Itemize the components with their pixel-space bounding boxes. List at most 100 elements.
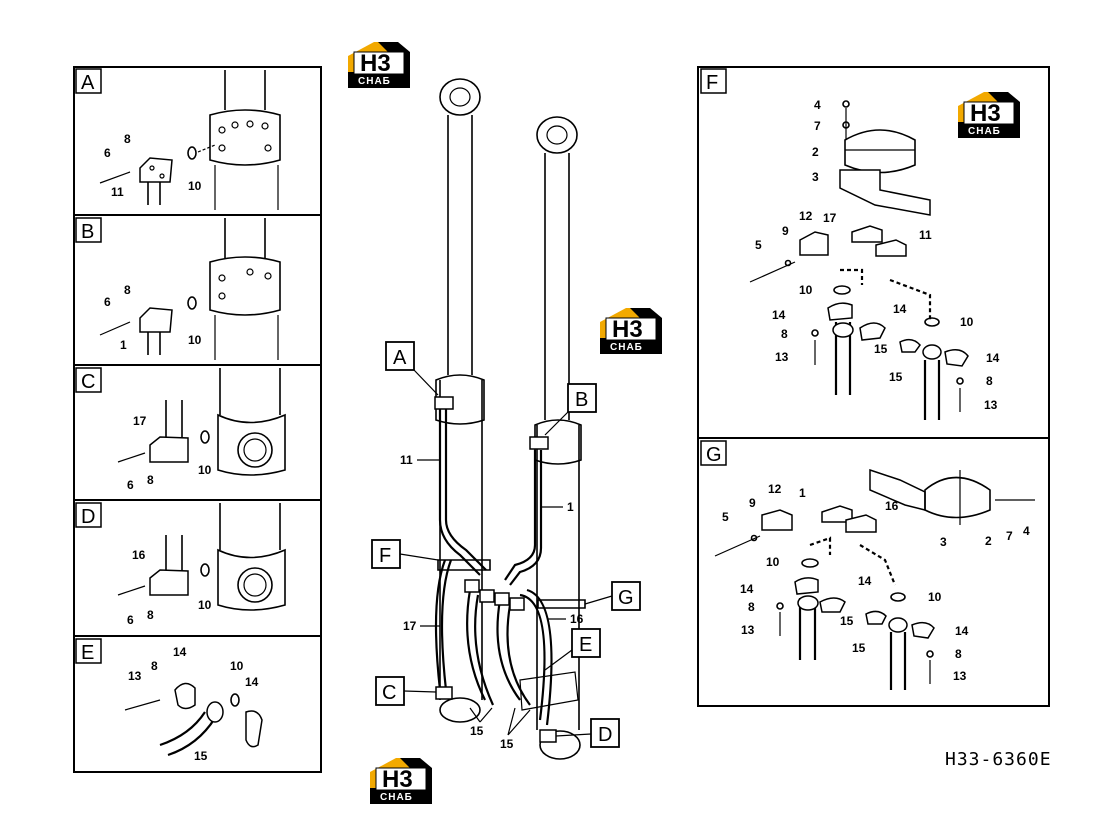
panel-g-callout-9: 9	[749, 496, 756, 510]
panel-g-callout-14c: 14	[955, 624, 969, 638]
panel-e-callout-14b: 14	[245, 675, 259, 689]
svg-text:CHAБ: CHAБ	[610, 342, 643, 353]
panel-f-callout-10b: 10	[960, 315, 974, 329]
panel-e-callout-8: 8	[151, 659, 158, 673]
panel-f-callout-11: 11	[919, 228, 932, 242]
panel-b-callout-1: 1	[120, 338, 127, 352]
panel-g-callout-15b: 15	[852, 641, 866, 655]
panel-f-callout-8: 8	[781, 327, 788, 341]
panel-e-callout-10: 10	[230, 659, 244, 673]
panel-e-callout-13: 13	[128, 669, 142, 683]
svg-text:H3: H3	[612, 316, 643, 343]
panel-g: G 12 1 9 5 16 10 14 8 13 14 15 1	[697, 437, 1050, 707]
panel-f-callout-15: 15	[874, 342, 888, 356]
panel-g-callout-1: 1	[799, 486, 806, 500]
main-callout-15b: 15	[500, 737, 514, 751]
panel-f-callout-2: 2	[812, 145, 819, 159]
svg-text:H3: H3	[360, 50, 391, 77]
panel-f-callout-14c: 14	[986, 351, 1000, 365]
panel-g-callout-13b: 13	[953, 669, 967, 683]
main-flag-e: E	[579, 634, 592, 656]
panel-a-callout-8: 8	[124, 132, 131, 146]
panel-e-callout-14: 14	[173, 645, 187, 659]
panel-d-callout-16: 16	[132, 548, 146, 562]
svg-text:CHAБ: CHAБ	[968, 126, 1001, 137]
panel-f-callout-12: 12	[799, 209, 813, 223]
logo-watermark-mid: H3 CHAБ	[599, 307, 663, 355]
panel-a-callout-6: 6	[104, 146, 111, 160]
main-callout-16: 16	[570, 612, 584, 626]
main-callout-17: 17	[403, 619, 417, 633]
panel-b: B 6 8 1 10	[73, 214, 322, 366]
panel-g-callout-16: 16	[885, 499, 899, 513]
panel-c-callout-10: 10	[198, 463, 212, 477]
main-assembly: A B F G E C D 11 1 17 16 15 15	[371, 78, 641, 760]
main-flag-a: A	[393, 347, 407, 369]
svg-text:H3: H3	[382, 766, 413, 793]
panel-f-callout-7: 7	[814, 119, 821, 133]
panel-e: E 13 8 14 10 14 15	[73, 635, 322, 773]
panel-f-callout-13: 13	[775, 350, 789, 364]
panel-a-callout-10: 10	[188, 179, 202, 193]
panel-c-callout-17: 17	[133, 414, 147, 428]
panel-g-callout-15: 15	[840, 614, 854, 628]
panel-c-letter: C	[81, 371, 95, 393]
panel-d-callout-10: 10	[198, 598, 212, 612]
panel-d-letter: D	[81, 506, 95, 528]
panel-b-callout-10: 10	[188, 333, 202, 347]
panel-e-callout-15: 15	[194, 749, 208, 763]
panel-g-callout-14b: 14	[858, 574, 872, 588]
svg-text:CHAБ: CHAБ	[380, 792, 413, 803]
panel-b-letter: B	[81, 221, 94, 243]
main-flag-b: B	[575, 389, 588, 411]
panel-c-callout-6: 6	[127, 478, 134, 492]
main-callout-11: 11	[400, 453, 413, 467]
svg-text:CHAБ: CHAБ	[358, 76, 391, 87]
panel-c: C 17 6 8 10	[73, 364, 322, 501]
panel-g-callout-10b: 10	[928, 590, 942, 604]
panel-f-letter: F	[706, 72, 718, 94]
panel-g-callout-13: 13	[741, 623, 755, 637]
panel-g-callout-4: 4	[1023, 524, 1030, 538]
main-callout-15a: 15	[470, 724, 484, 738]
panel-a: A 6 8 11 10	[73, 66, 322, 216]
panel-g-callout-2: 2	[985, 534, 992, 548]
panel-g-callout-3: 3	[940, 535, 947, 549]
main-flag-d: D	[598, 724, 612, 746]
main-flag-c: C	[382, 682, 396, 704]
panel-e-letter: E	[81, 642, 94, 664]
main-flag-f: F	[379, 545, 391, 567]
panel-f-callout-8b: 8	[986, 374, 993, 388]
panel-a-letter: A	[81, 72, 95, 94]
panel-f-callout-15b: 15	[889, 370, 903, 384]
panel-f-callout-3: 3	[812, 170, 819, 184]
panel-g-callout-8b: 8	[955, 647, 962, 661]
panel-b-callout-6: 6	[104, 295, 111, 309]
panel-g-callout-10: 10	[766, 555, 780, 569]
panel-f-callout-13b: 13	[984, 398, 998, 412]
drawing-code: H33-6360E	[945, 749, 1052, 770]
panel-g-callout-8: 8	[748, 600, 755, 614]
panel-a-callout-11: 11	[111, 185, 124, 199]
panel-f-callout-17: 17	[823, 211, 837, 225]
panel-c-callout-8: 8	[147, 473, 154, 487]
panel-g-callout-7: 7	[1006, 529, 1013, 543]
panel-g-callout-14: 14	[740, 582, 754, 596]
panel-f-callout-14b: 14	[893, 302, 907, 316]
panel-f: F 4 7 2 3 12 17 9 5 11 10	[697, 66, 1050, 439]
panel-f-callout-14: 14	[772, 308, 786, 322]
main-flag-g: G	[618, 587, 634, 609]
panel-f-callout-4: 4	[814, 98, 821, 112]
panel-g-callout-12: 12	[768, 482, 782, 496]
panel-d-callout-8: 8	[147, 608, 154, 622]
svg-text:H3: H3	[970, 100, 1001, 127]
panel-f-callout-5: 5	[755, 238, 762, 252]
panel-d: D 16 6 8 10	[73, 499, 322, 637]
logo-watermark-panel-f: H3 CHAБ	[957, 91, 1021, 139]
panel-f-callout-9: 9	[782, 224, 789, 238]
panel-f-callout-10: 10	[799, 283, 813, 297]
panel-g-callout-5: 5	[722, 510, 729, 524]
panel-g-letter: G	[706, 444, 722, 466]
main-callout-1: 1	[567, 500, 574, 514]
panel-b-callout-8: 8	[124, 283, 131, 297]
